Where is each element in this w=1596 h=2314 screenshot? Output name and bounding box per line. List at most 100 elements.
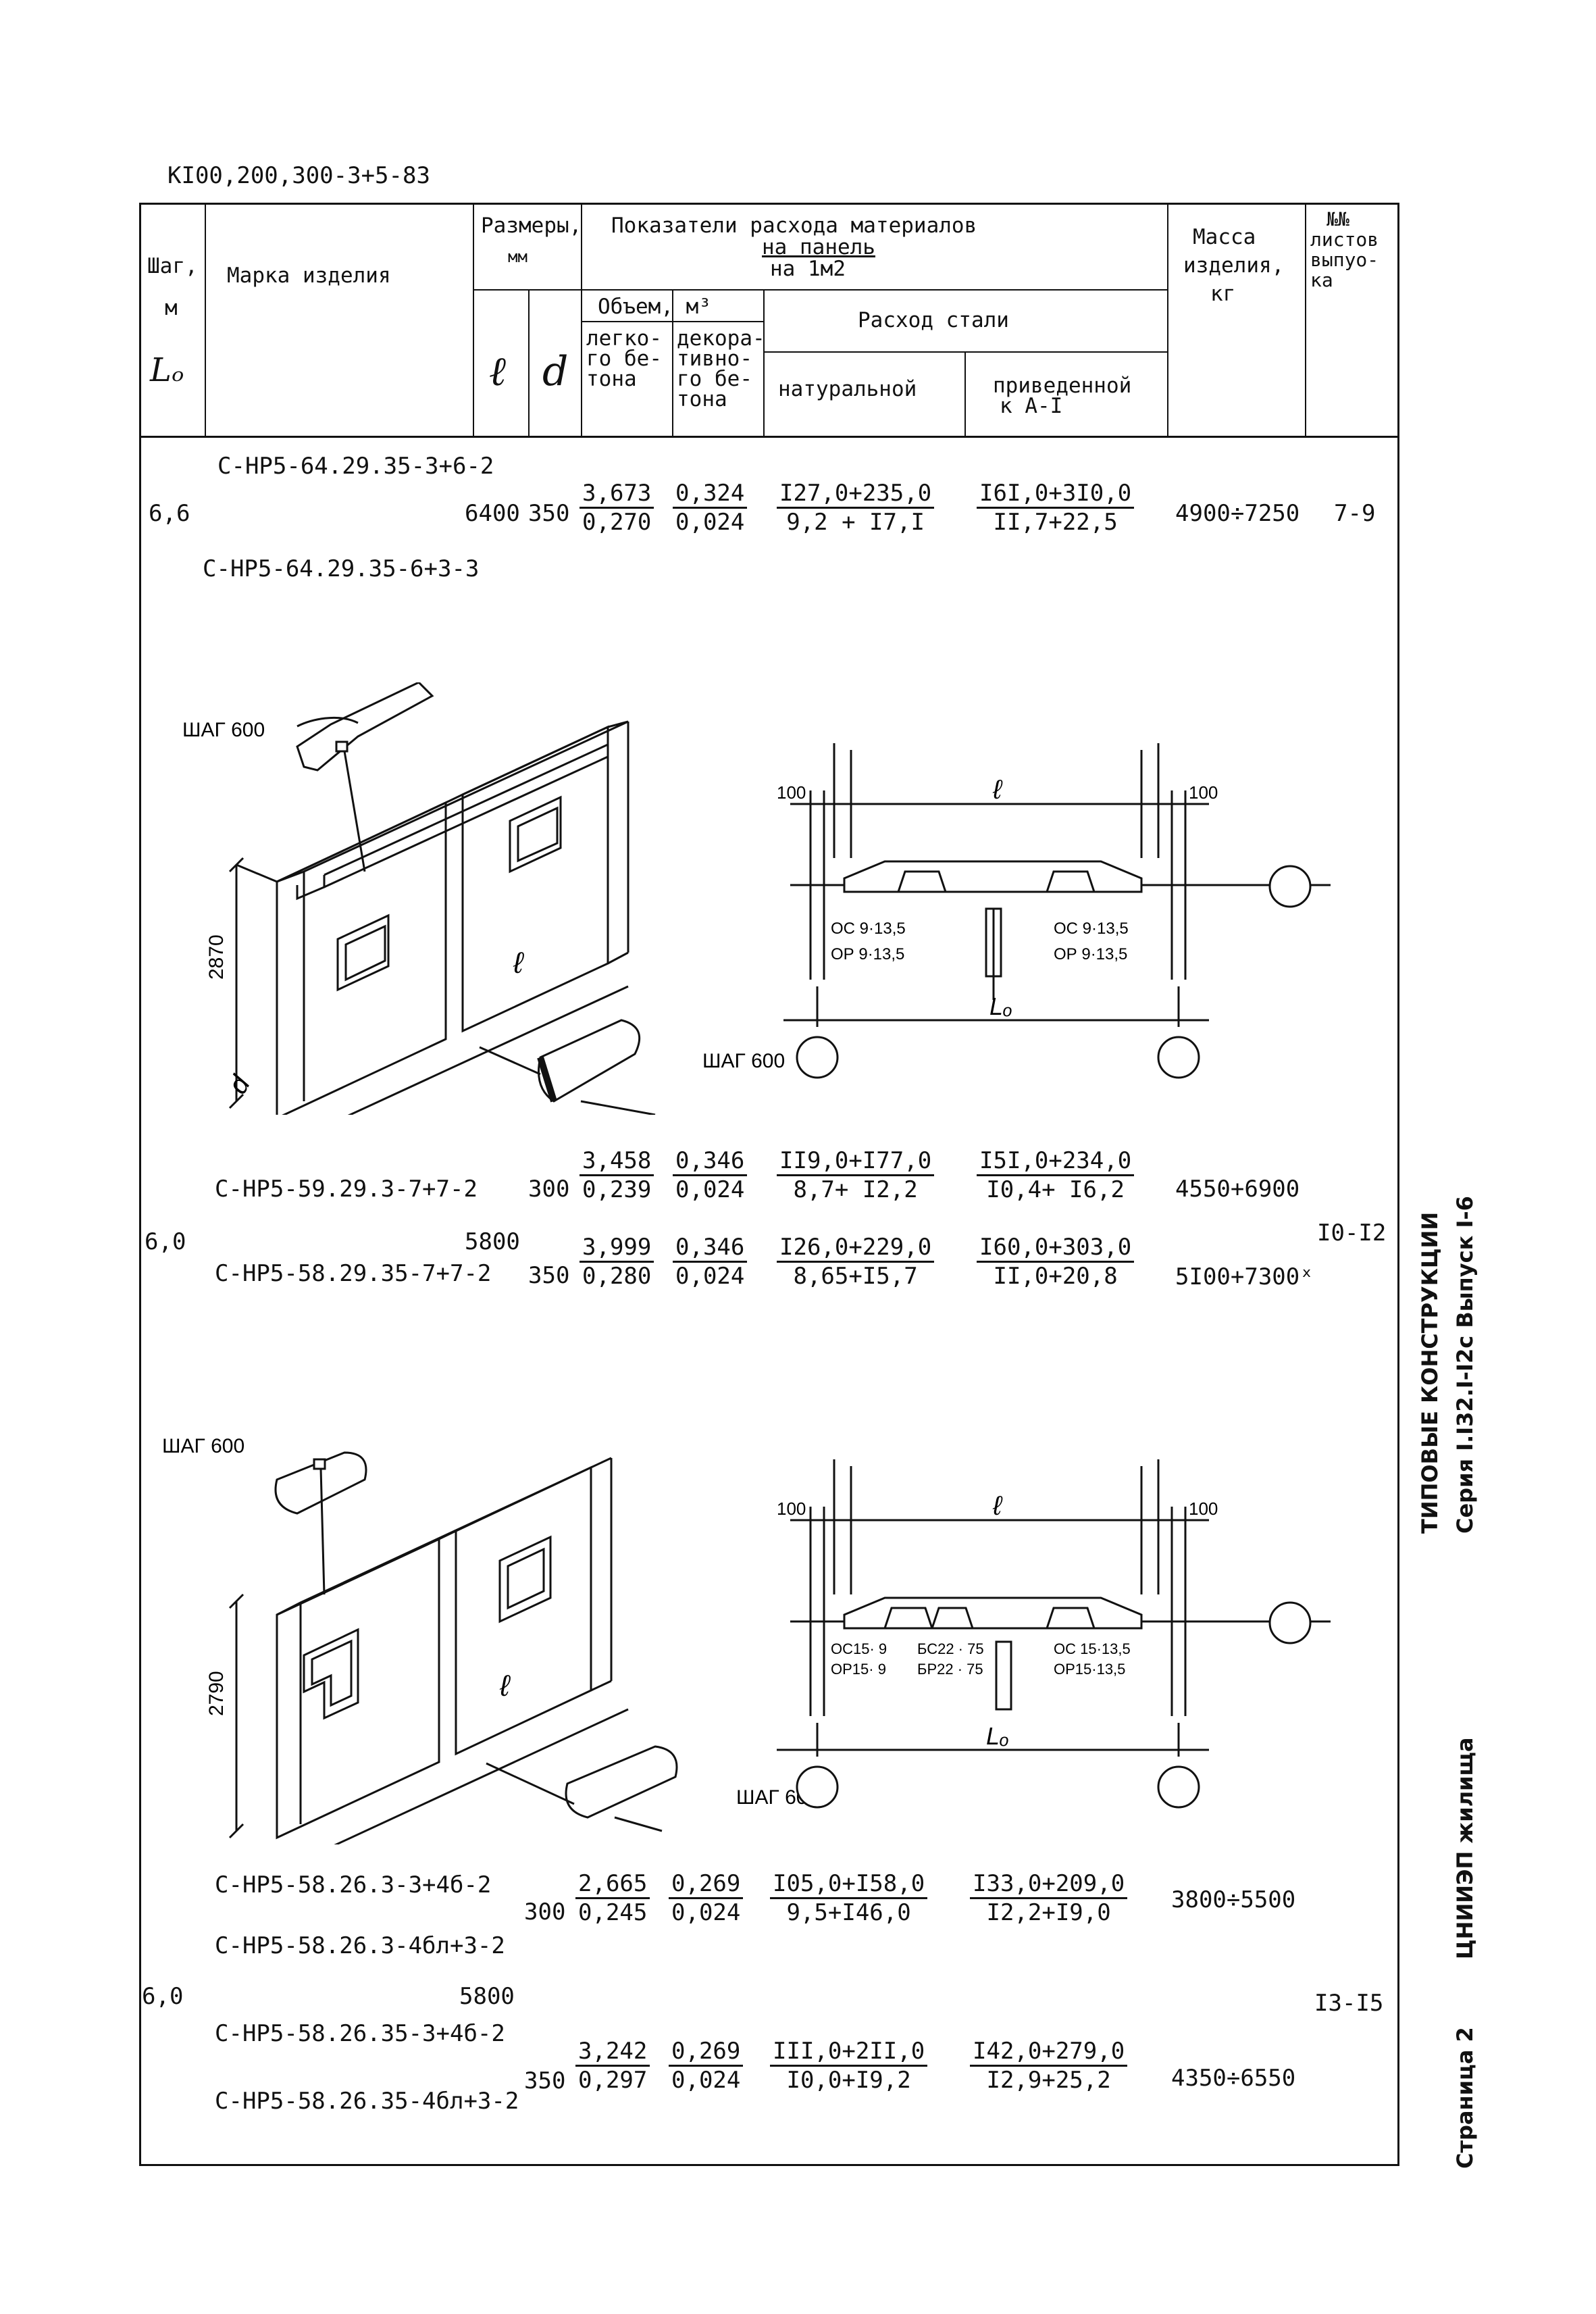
drawing1-op-left: ОР 9·13,5 xyxy=(831,945,904,963)
row3-list: I3-I5 xyxy=(1314,1990,1384,2017)
header-rashod-stali: Расход стали xyxy=(858,308,1009,332)
header-na-panel: на панель xyxy=(762,235,875,259)
drawing1-op-right: ОР 9·13,5 xyxy=(1054,945,1127,963)
header-marka: Марка изделия xyxy=(227,263,391,288)
row1-l: 6400 xyxy=(465,500,520,527)
header-obem: Объем, м³ xyxy=(598,295,711,319)
col-divider xyxy=(1167,203,1168,436)
side-page: Страница 2 xyxy=(1452,2027,1478,2169)
drawing1-isometric: ШАГ 600 ШАГ 600 2870 ℓ d xyxy=(182,682,785,1115)
row-divider xyxy=(581,321,763,322)
drawing2-sect-l: ℓ xyxy=(992,1491,1003,1521)
row2-shag: 6,0 xyxy=(145,1228,186,1255)
row2a-d: 300 xyxy=(528,1176,570,1203)
row3-mark-4: С-НР5-58.26.35-4бл+3-2 xyxy=(215,2088,519,2115)
drawing2-height: 2790 xyxy=(205,1671,228,1716)
row3-l: 5800 xyxy=(459,1983,515,2010)
row3a-d: 300 xyxy=(524,1898,566,1926)
row2-list: I0-I2 xyxy=(1317,1219,1387,1247)
row3-mark-2: С-НР5-58.26.3-4бл+3-2 xyxy=(215,1932,505,1959)
row3-mark-1: С-НР5-58.26.3-3+4б-2 xyxy=(215,1871,492,1898)
drawing1-l: ℓ xyxy=(513,947,524,980)
drawing2-100-right: 100 xyxy=(1189,1499,1218,1519)
drawing2-oc-left: ОС15· 9 xyxy=(831,1640,887,1657)
drawing2-sect-L: Lₒ xyxy=(986,1722,1009,1750)
drawing1-height: 2870 xyxy=(205,934,228,980)
row2b-massa: 5I00+7300ˣ xyxy=(1175,1263,1314,1290)
drawing2-br-mid: БР22 · 75 xyxy=(917,1661,983,1678)
header-l-symbol: ℓ xyxy=(489,348,506,395)
row1-massa: 4900÷7250 xyxy=(1175,500,1300,527)
header-na-m2: на 1м2 xyxy=(770,257,846,281)
row-divider xyxy=(763,351,1168,353)
header-shag: Шаг, xyxy=(147,254,198,278)
header-bottom-border xyxy=(139,436,1399,438)
drawing2-bc-mid: БС22 · 75 xyxy=(917,1640,984,1657)
side-tipovye: ТИПОВЫЕ КОНСТРУКЦИИ xyxy=(1417,1211,1443,1534)
header-shag-symbol: Lₒ xyxy=(150,351,184,389)
drawing2-oc-right: ОС 15·13,5 xyxy=(1054,1640,1131,1657)
table-left-border xyxy=(139,203,141,2166)
row3b-massa: 4350÷6550 xyxy=(1171,2065,1296,2092)
drawing1-sect-l: ℓ xyxy=(992,775,1003,805)
header-legkogo: легко-го бе-тона xyxy=(586,326,662,391)
row3b-d: 350 xyxy=(524,2067,566,2094)
header-razmery: Размеры, xyxy=(481,213,582,238)
drawing1-sect-L: Lₒ xyxy=(989,992,1012,1020)
col-divider xyxy=(581,203,582,436)
table-right-border xyxy=(1397,203,1399,2166)
drawing1-oc-left: ОС 9·13,5 xyxy=(831,920,906,938)
col-divider xyxy=(473,203,474,436)
header-shag-unit: м xyxy=(165,296,178,320)
row3-shag: 6,0 xyxy=(142,1983,184,2010)
table-bottom-border xyxy=(139,2164,1399,2166)
drawing2-shag-top: ШАГ 600 xyxy=(162,1435,244,1457)
col-divider xyxy=(1305,203,1306,436)
header-razmery-unit: мм xyxy=(508,247,527,266)
drawing1-d: d xyxy=(223,1070,257,1099)
header-naturalnoy: натуральной xyxy=(778,377,917,401)
col-divider xyxy=(672,289,673,436)
header-dekor: декора-тивно-го бе-тона xyxy=(677,326,765,411)
row2-l: 5800 xyxy=(465,1228,520,1255)
row2-mark-1: С-НР5-59.29.3-7+7-2 xyxy=(215,1176,478,1203)
drawing2-op-left: ОР15· 9 xyxy=(831,1661,886,1678)
drawing1-oc-right: ОС 9·13,5 xyxy=(1054,920,1129,938)
table-top-border xyxy=(139,203,1399,205)
col-divider xyxy=(964,351,966,436)
row2a-massa: 4550+6900 xyxy=(1175,1176,1300,1203)
drawing2-100-left: 100 xyxy=(777,1499,806,1519)
row1-d: 350 xyxy=(528,500,570,527)
drawing1-section: 100 100 ℓ Lₒ ОС 9·13,5 ОР 9·13,5 ОС 9·13… xyxy=(777,743,1331,1079)
document-code: КI00,200,300-3+5-83 xyxy=(168,162,430,189)
row2b-d: 350 xyxy=(528,1262,570,1289)
row3-mark-3: С-НР5-58.26.35-3+4б-2 xyxy=(215,2020,505,2047)
drawing1-100-left: 100 xyxy=(777,782,806,803)
drawing1-shag-bottom: ШАГ 600 xyxy=(702,1050,785,1072)
row1-mark-1: С-НР5-64.29.35-3+6-2 xyxy=(217,453,494,480)
row1-shag: 6,6 xyxy=(149,500,190,527)
row2-mark-2: С-НР5-58.29.35-7+7-2 xyxy=(215,1260,492,1287)
drawing1-shag-top: ШАГ 600 xyxy=(182,719,265,741)
drawing2-l: ℓ xyxy=(499,1669,511,1703)
